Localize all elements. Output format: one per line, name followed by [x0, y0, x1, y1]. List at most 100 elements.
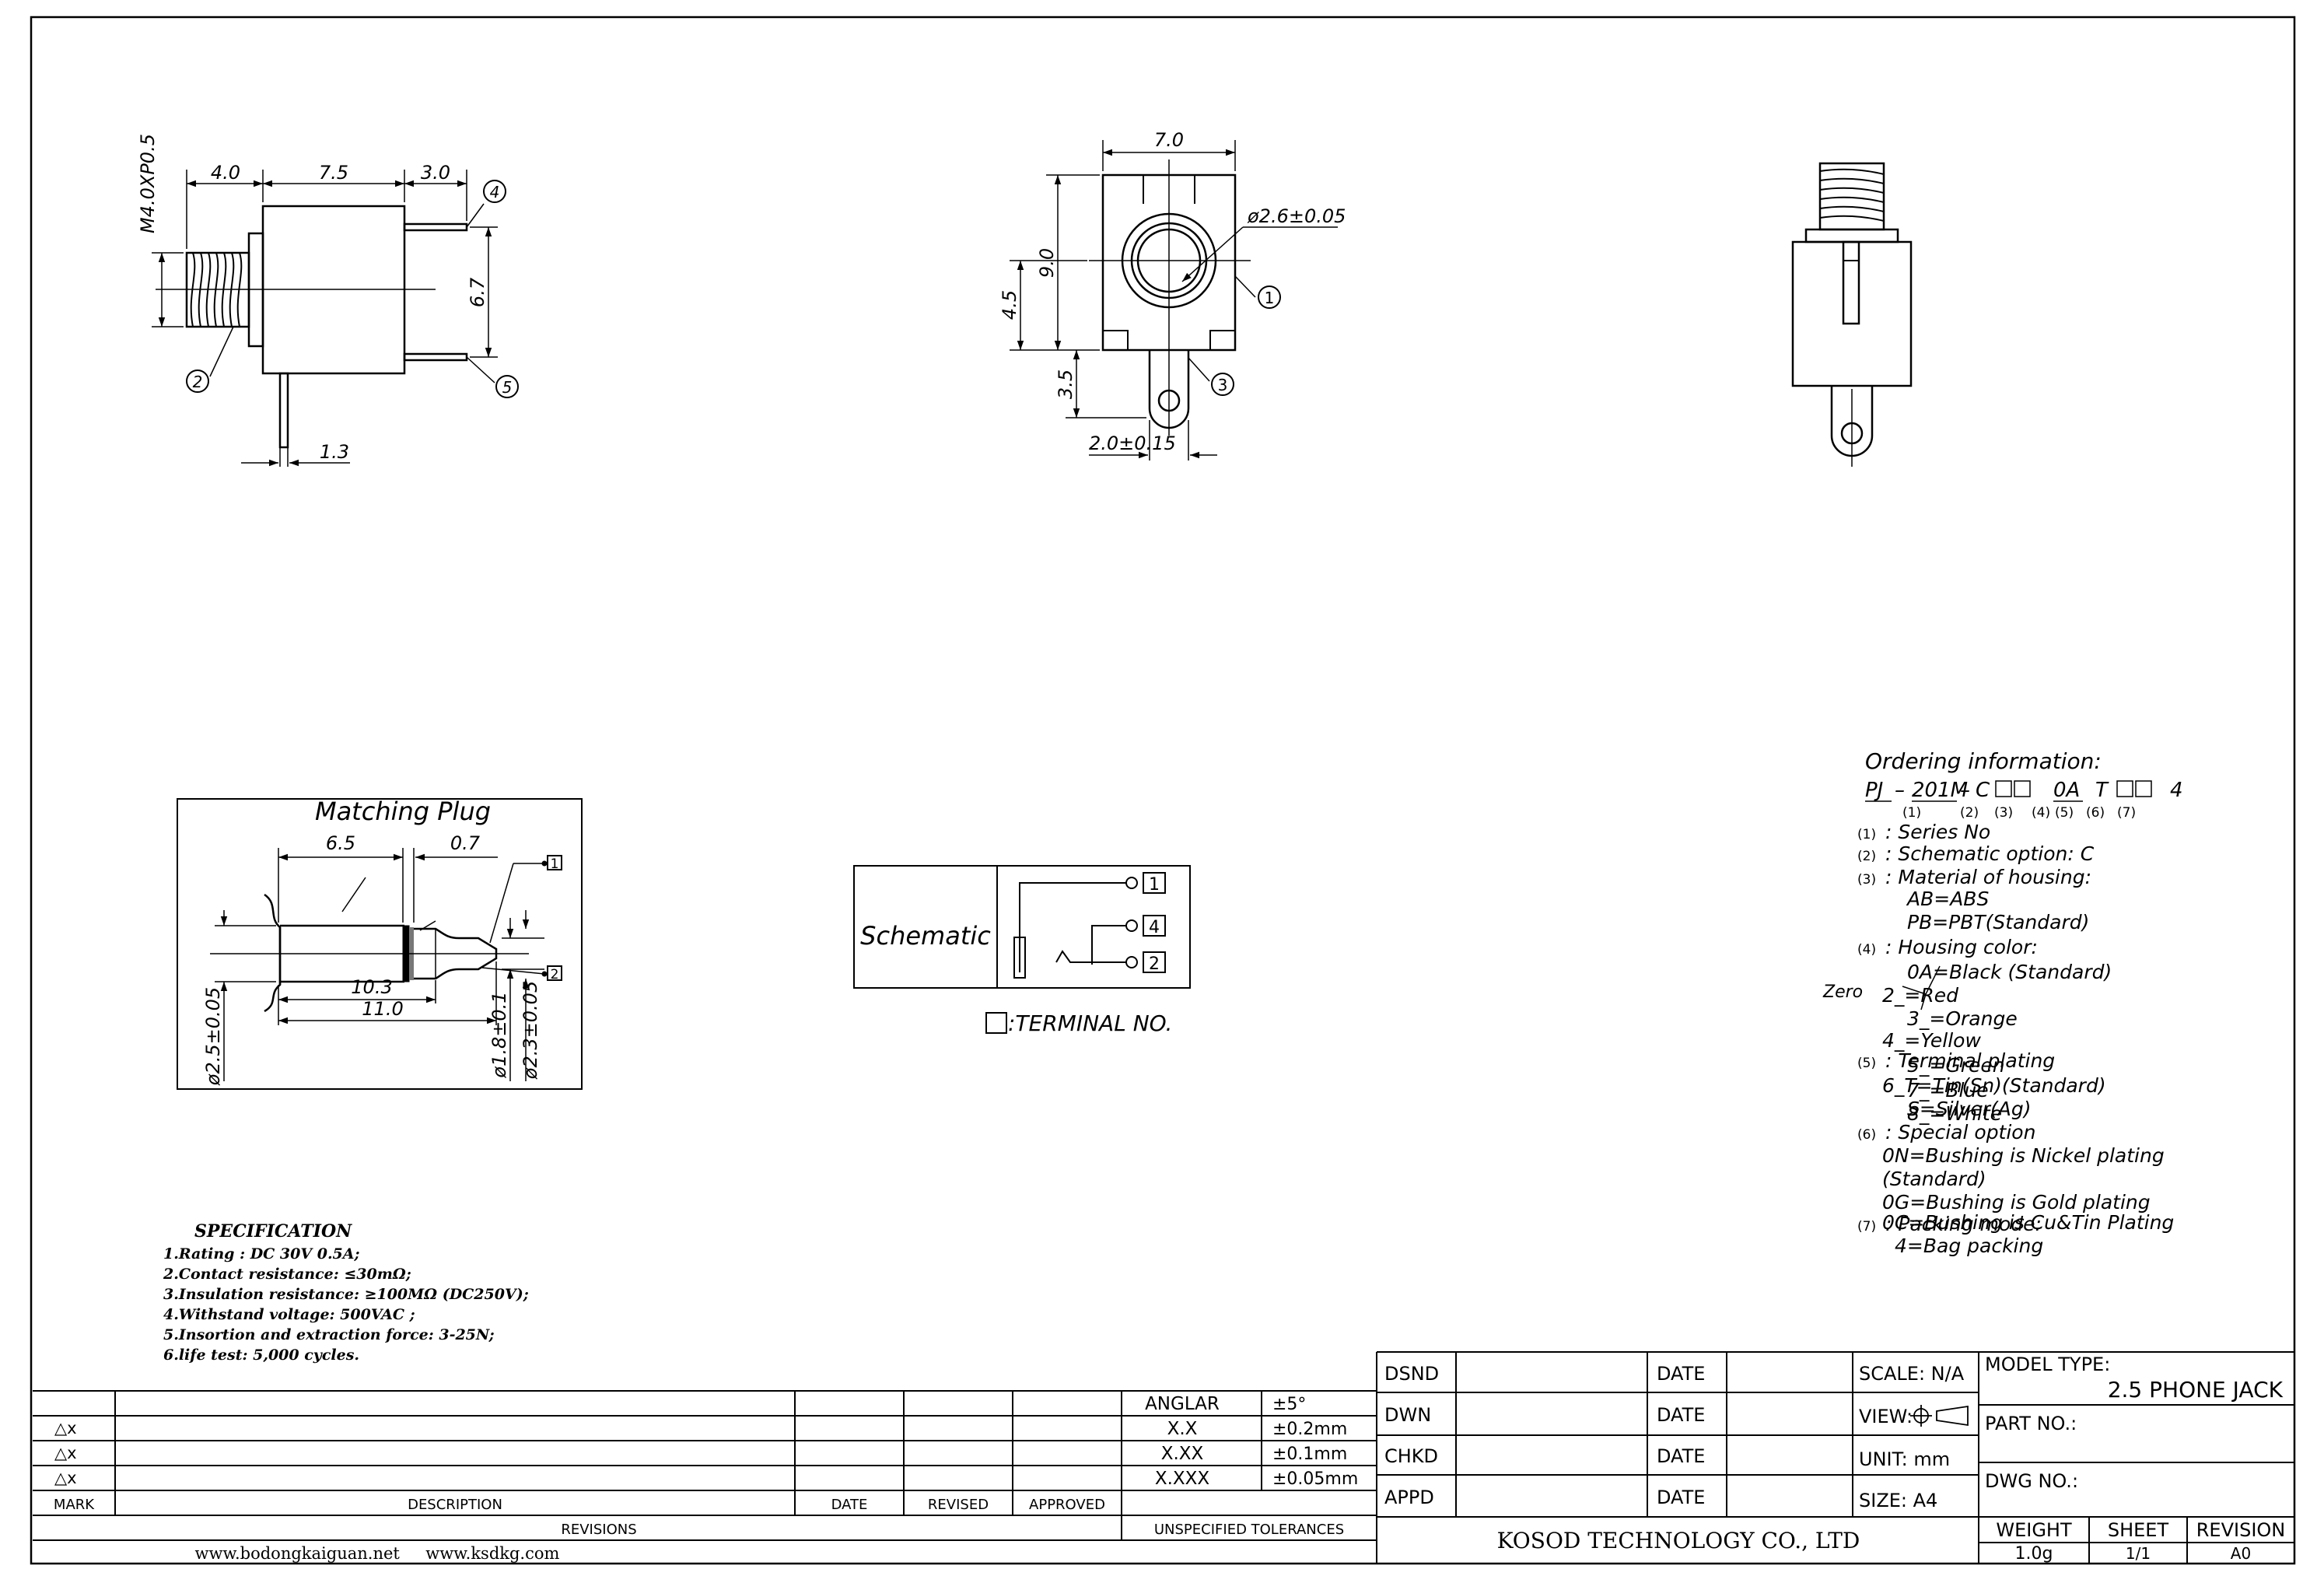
- thread-hatching: [190, 252, 243, 327]
- tb-unit: UNIT: mm: [1859, 1448, 1950, 1470]
- ord-line-t: 8_=White: [1907, 1102, 2002, 1125]
- callout-3: 3: [1218, 376, 1228, 394]
- plug-terminal-2: 2: [551, 967, 559, 982]
- spec-title: SPECIFICATION: [194, 1221, 352, 1242]
- title-block-grid: [1376, 1351, 2294, 1564]
- schematic-block: [853, 865, 1191, 1034]
- dim-hole: ø2.6±0.05: [1247, 205, 1346, 227]
- ord-line-t: S=Silver(Ag): [1907, 1098, 2032, 1120]
- sheet-border: [30, 16, 2296, 1565]
- idx-1: (1): [1902, 805, 1921, 821]
- tol-key: X.XX: [1161, 1444, 1204, 1464]
- schematic-terminal-4: 4: [1149, 918, 1160, 937]
- ord-line-t: : Special option: [1885, 1121, 2035, 1143]
- tb-model-value: 2.5 PHONE JACK: [2108, 1377, 2284, 1403]
- spec-item: 6.life test: 5,000 cycles.: [163, 1347, 359, 1364]
- dim-dia-1-8: ø1.8±0.1: [488, 991, 510, 1078]
- rev-mark: △x: [54, 1469, 77, 1487]
- ord-line-t: : Material of housing:: [1885, 866, 2091, 888]
- tb-scale: SCALE: N/A: [1859, 1363, 1965, 1385]
- spec-item: 3.Insulation resistance: ≥100MΩ (DC250V)…: [163, 1286, 529, 1303]
- col-mark: MARK: [54, 1497, 95, 1513]
- callout-1: 1: [1265, 289, 1275, 307]
- idx-2: (2): [1960, 805, 1979, 821]
- dim-4-5: 4.5: [999, 290, 1020, 320]
- code-pj: PJ: [1865, 779, 1883, 802]
- ord-line-t: : Housing color:: [1885, 936, 2038, 958]
- ordering-code: PJ – 201M – C 0A T 4: [1865, 779, 2183, 802]
- spec-item: 4.Withstand voltage: 500VAC ;: [163, 1306, 415, 1323]
- ordering-information: Ordering information: PJ – 201M – C 0A T…: [1822, 748, 2183, 1257]
- tol-key: X.XXX: [1155, 1469, 1210, 1489]
- ord-line-t: (Standard): [1882, 1168, 1986, 1190]
- thread-hatching: [1819, 168, 1885, 222]
- dim-2-0: 2.0±0.15: [1089, 433, 1176, 454]
- ord-line-n: (4): [1857, 942, 1876, 958]
- code-t: T: [2095, 779, 2109, 802]
- plug-title: Matching Plug: [315, 797, 491, 826]
- tb-date: DATE: [1657, 1363, 1705, 1385]
- view-symbol: [1910, 1405, 1969, 1427]
- idx-4: (4): [2032, 805, 2050, 821]
- tb-date: DATE: [1657, 1445, 1705, 1467]
- ord-line-n: (2): [1857, 849, 1876, 864]
- matching-plug-labels: Matching Plug 6.5 0.7 10.3 11.0 ø2.5±0.0…: [202, 797, 558, 1086]
- tolerances-title: UNSPECIFIED TOLERANCES: [1154, 1522, 1344, 1538]
- tb-part-no: PART NO.:: [1985, 1413, 2077, 1434]
- side-view-labels: 4.0 7.5 3.0 M4.0XP0.5 6.7 1.3 4 5 2: [137, 134, 512, 463]
- tol-val: ±5°: [1272, 1395, 1306, 1414]
- ord-line-t: : Schematic option: C: [1885, 842, 2095, 865]
- col-description: DESCRIPTION: [408, 1497, 502, 1513]
- tol-val: ±0.2mm: [1272, 1420, 1347, 1439]
- idx-5: (5): [2055, 805, 2074, 821]
- spec-item: 1.Rating : DC 30V 0.5A;: [163, 1245, 360, 1263]
- revisions-caption: REVISIONS: [561, 1522, 636, 1538]
- tb-revision-label: REVISION: [2196, 1519, 2286, 1541]
- idx-7: (7): [2117, 805, 2136, 821]
- schematic-title: Schematic: [860, 921, 991, 951]
- tb-date: DATE: [1657, 1487, 1705, 1508]
- tol-val: ±0.1mm: [1272, 1445, 1347, 1464]
- front-view: [1010, 140, 1338, 461]
- spec-item: 5.Insortion and extraction force: 3-25N;: [163, 1326, 495, 1343]
- tol-key: X.X: [1167, 1419, 1198, 1439]
- col-date: DATE: [831, 1497, 868, 1513]
- tb-weight-label: WEIGHT: [1996, 1519, 2072, 1541]
- ordering-title: Ordering information:: [1865, 748, 2102, 774]
- schematic-terminal-2: 2: [1149, 954, 1160, 974]
- tb-dsnd: DSND: [1384, 1363, 1439, 1385]
- tb-company: KOSOD TECHNOLOGY CO., LTD: [1497, 1528, 1860, 1553]
- ord-line-t: 7_=Blue: [1907, 1079, 1989, 1101]
- ord-line-t: PB=PBT(Standard): [1907, 911, 2089, 933]
- dim-6-7: 6.7: [467, 277, 488, 307]
- tb-weight-value: 1.0g: [2015, 1544, 2053, 1564]
- tb-model-label: MODEL TYPE:: [1985, 1354, 2110, 1375]
- front-view-labels: 7.0 9.0 4.5 3.5 2.0±0.15 ø2.6±0.05 1 3: [999, 129, 1346, 454]
- tb-date: DATE: [1657, 1404, 1705, 1426]
- dim-9-0: 9.0: [1036, 248, 1058, 278]
- tb-dwg-no: DWG NO.:: [1985, 1470, 2078, 1492]
- dim-dia-2-3: ø2.3±0.05: [520, 981, 541, 1080]
- ord-line-t: : Packing mode:: [1885, 1213, 2042, 1235]
- perspective-view: [1791, 162, 1913, 467]
- ord-line-t: 6_T=Tin(Sn)(Standard): [1882, 1074, 2106, 1097]
- ord-line-t: 3_=Orange: [1907, 1007, 2018, 1030]
- ord-line-n: (1): [1857, 827, 1876, 842]
- ord-line-t: AB=ABS: [1906, 888, 1989, 910]
- ord-line-t: 5_=Green: [1907, 1054, 2005, 1077]
- code-201m: 201M: [1912, 779, 1968, 802]
- tb-view: VIEW:: [1859, 1406, 1913, 1427]
- ordering-indices: (1) (2) (3) (4) (5) (6) (7): [1902, 805, 2136, 821]
- tol-key: ANGLAR: [1145, 1394, 1220, 1414]
- ord-line-t: : Series No: [1885, 821, 1990, 843]
- dim-7-5: 7.5: [319, 162, 348, 184]
- tb-chkd: CHKD: [1384, 1445, 1438, 1467]
- dim-7-0: 7.0: [1154, 129, 1184, 151]
- ord-line-t: 2_=Red: [1882, 984, 1958, 1007]
- specification: SPECIFICATION 1.Rating : DC 30V 0.5A; 2.…: [163, 1221, 529, 1364]
- dim-thread: M4.0XP0.5: [137, 134, 159, 233]
- rev-mark: △x: [54, 1444, 77, 1462]
- ord-line-t: 0G=Bushing is Gold plating: [1882, 1191, 2151, 1214]
- dim-3-5: 3.5: [1055, 369, 1076, 399]
- callout-2: 2: [193, 373, 203, 391]
